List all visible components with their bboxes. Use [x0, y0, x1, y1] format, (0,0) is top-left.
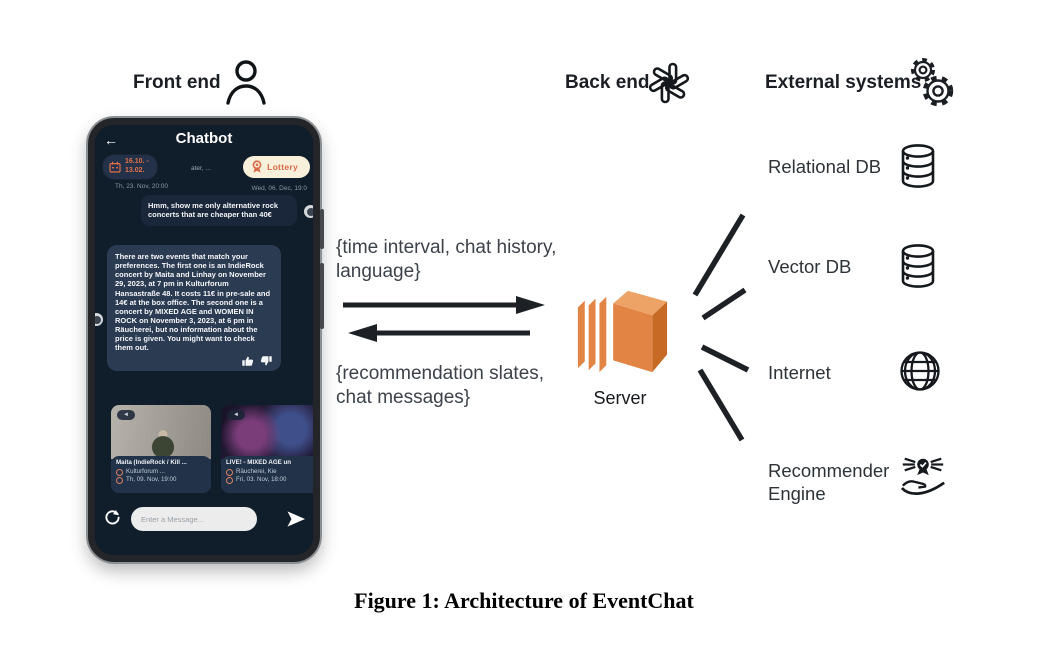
location-pin-icon — [116, 468, 123, 476]
external-system-vector-db: Vector DB — [768, 256, 852, 277]
phone-power-button — [320, 263, 324, 329]
bot-message-bubble: There are two events that match your pre… — [107, 245, 281, 371]
event-cards: ◄ Maita (IndieRock / Kill ... Kulturforu… — [111, 405, 313, 493]
card-badge-icon[interactable]: ◄ — [227, 410, 245, 420]
medal-icon — [251, 160, 263, 174]
filter-chips: 16.10. - 13.02. ater, ... Th, 23. Nov, 2… — [95, 153, 313, 197]
partial-chip-time-right: Wed, 06. Dec, 19:0 — [251, 185, 307, 192]
event-venue: Kulturforum ... — [126, 467, 165, 475]
event-time: Fri, 03. Nov, 18:00 — [236, 476, 287, 484]
user-avatar — [304, 205, 313, 218]
thumb-down-icon[interactable] — [260, 355, 273, 367]
database-icon — [898, 242, 938, 290]
event-venue: Räucherei, Kie — [236, 467, 277, 475]
request-payload-label: {time interval, chat history, language} — [336, 237, 557, 283]
clock-icon — [226, 477, 233, 485]
partial-chip-time-left: Th, 23. Nov, 20:00 — [115, 183, 168, 190]
database-icon — [898, 142, 938, 190]
bot-avatar — [95, 313, 103, 326]
date-range-end: 13.02. — [125, 166, 145, 174]
server-label: Server — [593, 388, 647, 408]
front-end-label: Front end — [133, 72, 221, 93]
lottery-chip-label: Lottery — [267, 162, 298, 172]
recommender-engine-icon — [898, 452, 948, 502]
phone-screen: ← Chatbot 16.10. - 13.02. — [95, 125, 313, 555]
request-response-arrows — [330, 288, 562, 350]
calendar-icon — [109, 161, 121, 173]
phone-volume-button — [320, 209, 324, 249]
event-title: Maita (IndieRock / Kill ... — [116, 459, 187, 466]
date-range-chip[interactable]: 16.10. - 13.02. — [103, 155, 157, 179]
location-pin-icon — [226, 468, 233, 476]
chat-header: ← Chatbot — [95, 130, 313, 152]
message-input-bar — [95, 505, 313, 535]
date-range-start: 16.10. - — [125, 158, 149, 165]
event-title: LIVE! - MIXED AGE un — [226, 459, 292, 466]
event-card[interactable]: ◄ LIVE! - MIXED AGE un Räucherei, Kie Fr… — [221, 405, 313, 493]
response-payload-label: {recommendation slates, chat messages} — [336, 363, 545, 409]
external-system-relational-db: Relational DB — [768, 156, 882, 177]
external-systems-label: External systems — [765, 72, 922, 93]
message-input[interactable] — [131, 507, 257, 531]
external-system-recommender-engine: Recommender Engine — [768, 460, 890, 505]
external-system-internet: Internet — [768, 362, 831, 383]
chat-title: Chatbot — [175, 130, 233, 147]
arrow-right-head — [516, 296, 545, 314]
event-time: Th, 09. Nov, 19:00 — [126, 476, 177, 484]
back-end-label: Back end — [565, 72, 650, 93]
clock-icon — [116, 477, 123, 485]
figure-caption: Figure 1: Architecture of EventChat — [354, 588, 694, 613]
globe-icon — [898, 349, 942, 393]
gears-icon — [906, 56, 958, 110]
partial-chip-text: ater, ... — [191, 165, 211, 172]
back-arrow-icon[interactable]: ← — [104, 132, 118, 148]
thumb-up-icon[interactable] — [241, 355, 254, 367]
arrow-left-head — [348, 324, 377, 342]
person-icon — [222, 58, 268, 108]
card-badge-icon[interactable]: ◄ — [117, 410, 135, 420]
lottery-chip[interactable]: Lottery — [243, 156, 310, 178]
aws-server-icon — [572, 280, 670, 382]
refresh-icon[interactable] — [104, 509, 121, 526]
bot-message-text: There are two events that match your pre… — [115, 252, 271, 353]
send-icon[interactable] — [286, 510, 306, 528]
openai-icon — [647, 61, 691, 105]
event-card[interactable]: ◄ Maita (IndieRock / Kill ... Kulturforu… — [111, 405, 211, 493]
user-message-bubble: Hmm, show me only alternative rock conce… — [141, 195, 297, 226]
phone-mockup: ← Chatbot 16.10. - 13.02. — [88, 118, 324, 562]
server-connector-lines — [685, 200, 763, 450]
